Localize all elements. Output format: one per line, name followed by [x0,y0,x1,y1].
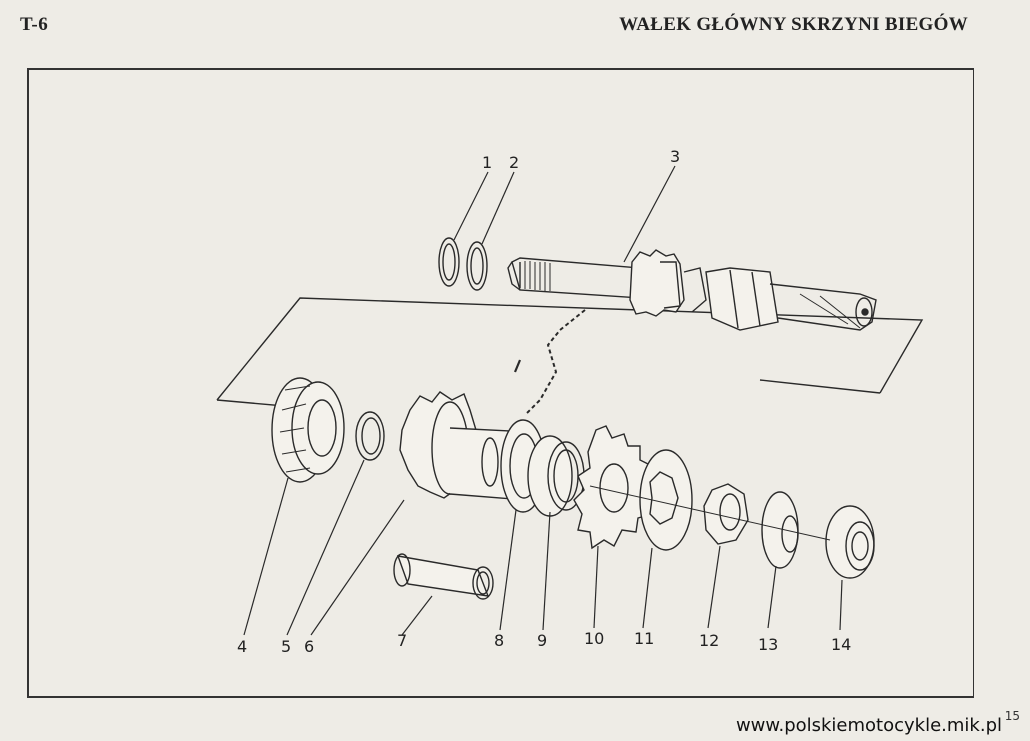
part-label-5: 5 [281,637,291,656]
part-label-14: 14 [831,635,851,654]
part-label-8: 8 [494,631,504,650]
part-label-1: 1 [482,153,492,172]
part-label-9: 9 [537,631,547,650]
lock-plate-11 [639,449,693,551]
part-label-6: 6 [304,637,314,656]
part-label-11: 11 [634,629,654,648]
part-label-4: 4 [237,637,247,656]
part-label-7: 7 [397,631,407,650]
nut-12 [703,483,749,545]
main-shaft [507,249,877,331]
washer-2 [466,241,488,291]
part-label-3: 3 [670,147,680,166]
sprocket-10 [573,425,657,550]
sleeve-7 [393,553,494,600]
section-code: T-6 [20,14,49,35]
ring-14 [825,505,875,579]
footer-url: www.polskiemotocykle.mik.pl [735,715,1002,736]
cap-13 [761,491,799,569]
ring-5 [355,411,385,461]
gear-cluster-4 [271,377,345,483]
part-label-12: 12 [699,631,719,650]
part-label-2: 2 [509,153,519,172]
washer-1 [438,237,460,287]
part-label-13: 13 [758,635,778,654]
page-number: 15 [1004,709,1020,723]
drawing-frame [27,68,974,698]
page-title: WAŁEK GŁÓWNY SKRZYNI BIEGÓW [619,14,968,35]
part-label-10: 10 [584,629,604,648]
leader-lines [243,165,843,636]
assembly-plane [216,297,924,401]
